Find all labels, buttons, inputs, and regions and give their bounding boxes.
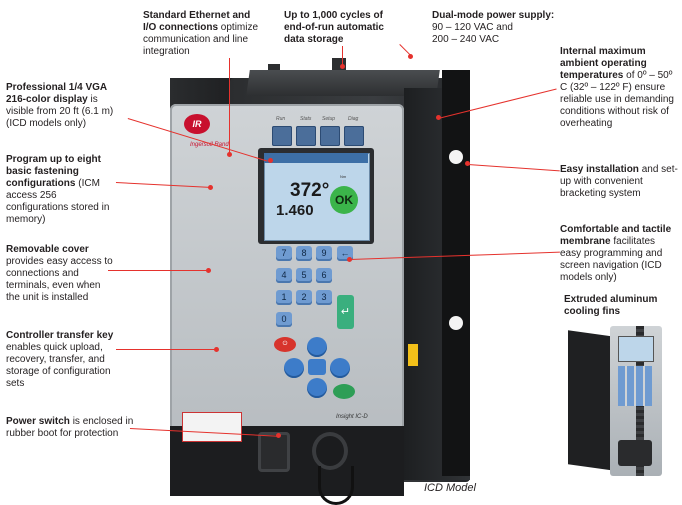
callout-cover: Removable cover provides easy access to … [6,244,116,304]
run-button[interactable] [272,126,292,146]
inset-base [618,440,652,466]
leader-dot [436,115,441,120]
key-7[interactable]: 7 [276,246,292,261]
leader-dot [276,433,281,438]
callout-temp-title: Internal maximum ambient operating tempe… [560,46,647,81]
cancel-button[interactable]: ⏻ [274,337,296,352]
leader-ethernet [229,58,230,154]
leader-dot [206,268,211,273]
tab-run-label: Run [276,116,286,122]
leader-cover [108,270,208,271]
stats-button[interactable] [296,126,316,146]
leader-dot [214,347,219,352]
center-button[interactable] [308,359,326,375]
callout-temp-text: of 0º – 50º C (32º – 122º F) ensure reli… [560,70,674,129]
callout-ethernet-title: Standard Ethernet and I/O connections [143,10,251,33]
tab-diag-label: Diag [348,116,359,122]
callout-power-title: Dual-mode power supply: [432,10,555,21]
callout-configs-text: (ICM access 256 configurations stored in… [6,178,110,225]
key-2[interactable]: 2 [296,290,312,305]
torque-readout: 1.460 [276,202,314,219]
tool-cable [318,466,354,505]
leader-dot [208,185,213,190]
callout-display: Professional 1/4 VGA 216-color display i… [6,82,126,130]
bracket-hole [449,150,463,164]
key-3[interactable]: 3 [316,290,332,305]
callout-membrane-title: Comfortable and tactile membrane [560,224,672,247]
leader-install [467,164,560,172]
arrow-down-button[interactable] [307,378,327,398]
callout-install-text: and set-up with convenient bracketing sy… [560,164,678,199]
leader-cycles [342,46,343,66]
callout-cover-title: Removable cover [6,244,89,255]
inset-keypad [618,366,652,406]
callout-cycles-title: Up to 1,000 cycles of end-of-run automat… [284,10,384,45]
callout-install: Easy installation and set-up with conven… [560,164,678,200]
arrow-right-button[interactable] [330,358,350,378]
angle-readout: 372° [290,180,330,201]
setup-button[interactable] [320,126,340,146]
model-caption: ICD Model [424,482,476,494]
leader-transfer [116,349,216,350]
callout-transfer: Controller transfer key enables quick up… [6,330,118,390]
callout-configs: Program up to eight basic fastening conf… [6,154,118,226]
leader-dot [340,64,345,69]
callout-fins: Extruded aluminum cooling fins [564,294,676,318]
callout-power-line2: 200 – 240 VAC [432,34,500,45]
model-badge: Insight IC-D [336,414,368,420]
callout-switch-title: Power switch [6,416,70,427]
leader-dot [268,158,273,163]
callout-ethernet-text: optimize communication and line integrat… [143,22,259,57]
callout-configs-title: Program up to eight basic fastening conf… [6,154,101,189]
tab-stats-label: Stats [300,116,312,122]
leader-dot [347,257,352,262]
brand-text: Ingersoll Rand [190,142,229,148]
display-header [264,153,368,163]
arrow-left-button[interactable] [284,358,304,378]
warning-label [408,344,418,366]
leader-dot [408,54,413,59]
key-0[interactable]: 0 [276,312,292,327]
callout-temp: Internal maximum ambient operating tempe… [560,46,678,130]
callout-install-title: Easy installation [560,164,639,175]
callout-cover-text: provides easy access to connections and … [6,256,113,303]
ir-logo: IR [184,114,210,134]
callout-membrane: Comfortable and tactile membrane facilit… [560,224,678,284]
key-4[interactable]: 4 [276,268,292,283]
leader-dot [465,161,470,166]
callout-display-title: Professional 1/4 VGA 216-color display [6,82,107,105]
diag-button[interactable] [344,126,364,146]
callout-power-line1: 90 – 120 VAC and [432,22,513,33]
key-5[interactable]: 5 [296,268,312,283]
mounting-bracket [442,70,470,476]
arrow-up-button[interactable] [307,337,327,357]
torque-unit: Nm [340,174,347,179]
callout-fins-title: Extruded aluminum cooling fins [564,294,658,317]
power-switch-boot[interactable] [312,432,348,470]
warning-sticker [182,412,242,442]
callout-transfer-title: Controller transfer key [6,330,114,341]
enter-key[interactable]: ↵ [337,295,354,329]
callout-switch-text: is enclosed in rubber boot for protectio… [6,416,134,439]
bracket-hole [449,316,463,330]
callout-membrane-text: facilitates easy programming and screen … [560,236,663,283]
key-1[interactable]: 1 [276,290,292,305]
tab-setup-label: Setup [322,116,336,122]
callout-switch: Power switch is enclosed in rubber boot … [6,416,134,440]
callout-ethernet: Standard Ethernet and I/O connections op… [143,10,261,58]
ok-indicator: OK [330,186,358,214]
callout-display-text: is visible from 20 ft (6.1 m) (ICD model… [6,94,114,129]
accept-button[interactable] [333,384,355,399]
key-8[interactable]: 8 [296,246,312,261]
leader-dot [227,152,232,157]
inset-display [618,336,654,362]
transfer-key-slot [258,432,290,472]
callout-transfer-text: enables quick upload, recovery, transfer… [6,342,111,389]
callout-power: Dual-mode power supply: 90 – 120 VAC and… [432,10,562,46]
key-6[interactable]: 6 [316,268,332,283]
callout-cycles: Up to 1,000 cycles of end-of-run automat… [284,10,402,46]
key-9[interactable]: 9 [316,246,332,261]
